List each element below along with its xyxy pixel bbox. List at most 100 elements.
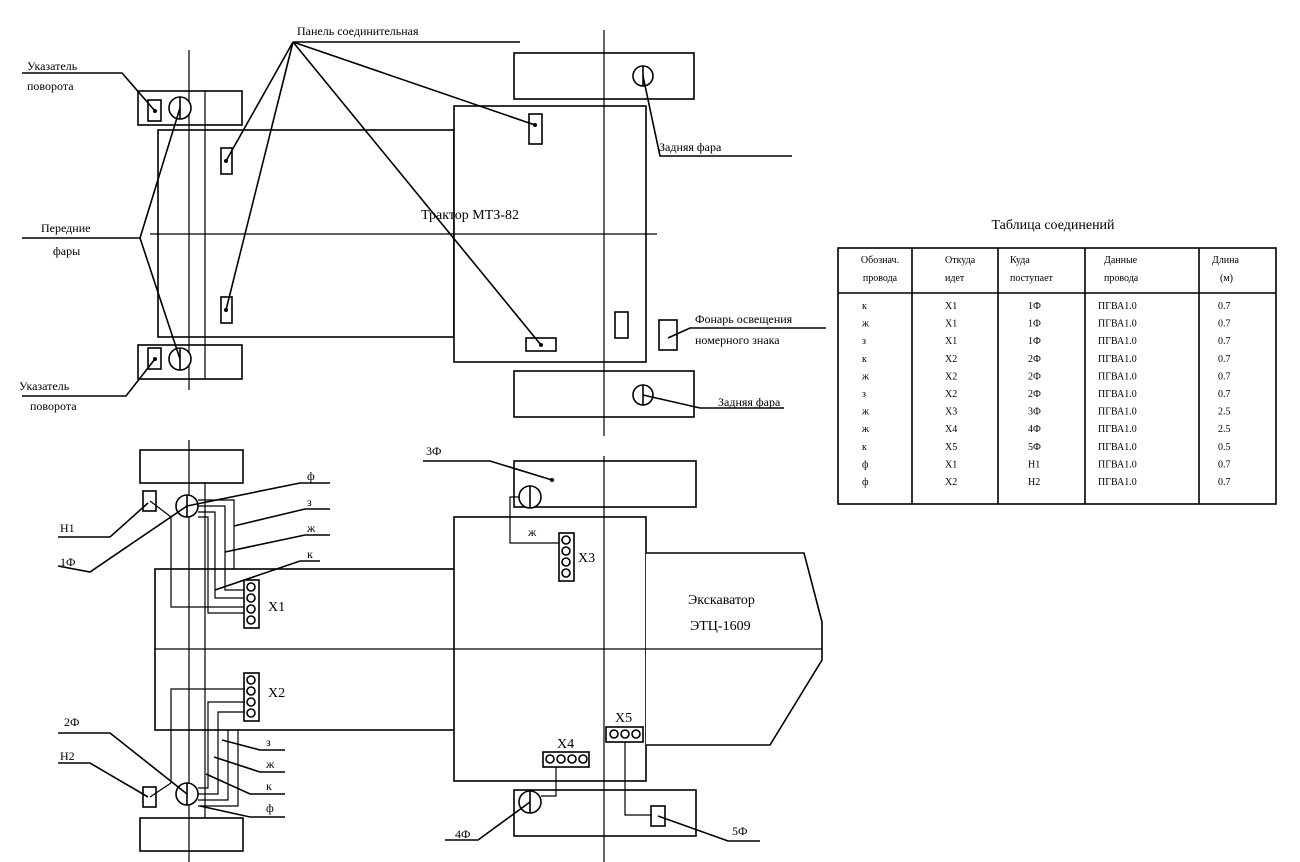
cell-to: 1Ф: [1028, 319, 1041, 330]
cell-data: ПГВА1.0: [1098, 354, 1137, 365]
cell-to: 1Ф: [1028, 336, 1041, 347]
cell-length: 0.7: [1218, 301, 1231, 312]
turn-indicator-top-label-2: поворота: [27, 79, 74, 93]
plate-light-label-2: номерного знака: [695, 333, 780, 347]
table-row: к Х1 1Ф ПГВА1.0 0.7: [862, 301, 1231, 312]
turn-indicator-bottom-label-2: поворота: [30, 399, 77, 413]
marker-h2: [142, 786, 157, 808]
cell-wire: ж: [861, 371, 869, 382]
cell-to: 5Ф: [1028, 442, 1041, 453]
tractor-scheme: [22, 30, 826, 436]
label-h1: Н1: [60, 521, 75, 535]
exc-rear-wheel-bottom: [513, 789, 697, 837]
exc-rear-wheel-top: [513, 460, 697, 508]
cell-length: 0.7: [1218, 477, 1231, 488]
cell-data: ПГВА1.0: [1098, 301, 1137, 312]
cell-to: 2Ф: [1028, 371, 1041, 382]
front-lights-label-1: Передние: [41, 221, 90, 235]
cell-from: Х2: [945, 354, 957, 365]
wire-label-k-top: к: [307, 547, 313, 561]
header-data: Данные: [1104, 255, 1138, 266]
cell-length: 2.5: [1218, 407, 1231, 418]
panel-label: Панель соединительная: [297, 24, 419, 38]
cell-to: Н2: [1028, 477, 1040, 488]
cell-data: ПГВА1.0: [1098, 336, 1137, 347]
cell-data: ПГВА1.0: [1098, 459, 1137, 470]
table-title: Таблица соединений: [991, 218, 1115, 233]
table-frame: [837, 247, 1277, 505]
label-x3: Х3: [578, 551, 595, 566]
cell-data: ПГВА1.0: [1098, 389, 1137, 400]
connector-x4: [542, 751, 590, 768]
cell-data: ПГВА1.0: [1098, 319, 1137, 330]
connector-x1: [243, 579, 260, 629]
header-data: провода: [1104, 273, 1139, 284]
cell-to: 2Ф: [1028, 389, 1041, 400]
cell-to: Н1: [1028, 459, 1040, 470]
cell-to: 1Ф: [1028, 301, 1041, 312]
cell-data: ПГВА1.0: [1098, 477, 1137, 488]
header-to: поступает: [1010, 273, 1054, 284]
label-3f: 3Ф: [426, 444, 441, 458]
cell-wire: ж: [861, 319, 869, 330]
header-to: Куда: [1010, 255, 1030, 266]
connector-x3: [558, 532, 575, 582]
cell-from: Х2: [945, 477, 957, 488]
cell-from: Х3: [945, 407, 957, 418]
cell-length: 2.5: [1218, 424, 1231, 435]
label-x4: Х4: [557, 737, 574, 752]
cell-length: 0.7: [1218, 371, 1231, 382]
cell-wire: к: [862, 442, 867, 453]
cell-length: 0.7: [1218, 389, 1231, 400]
cell-wire: з: [862, 336, 866, 347]
cell-data: ПГВА1.0: [1098, 371, 1137, 382]
cell-from: Х1: [945, 336, 957, 347]
cell-wire: к: [862, 301, 867, 312]
label-x5: Х5: [615, 711, 632, 726]
connector-x2: [243, 672, 260, 722]
turn-indicator-top-label-1: Указатель: [27, 59, 78, 73]
cell-data: ПГВА1.0: [1098, 407, 1137, 418]
header-length: Длина: [1212, 255, 1240, 266]
wire-label-f-bottom: ф: [266, 801, 274, 815]
header-from: идет: [945, 273, 965, 284]
marker-h1: [142, 490, 157, 512]
wire-label-zh-top: ж: [306, 521, 316, 535]
label-5f: 5Ф: [732, 824, 747, 838]
header-wire: Обознач.: [861, 255, 899, 266]
cell-to: 4Ф: [1028, 424, 1041, 435]
label-x1: Х1: [268, 600, 285, 615]
exc-front-wheel-bottom: [139, 817, 244, 852]
cell-data: ПГВА1.0: [1098, 424, 1137, 435]
cell-from: Х1: [945, 459, 957, 470]
cell-wire: ф: [862, 459, 869, 470]
tractor-label: Трактор МТЗ-82: [421, 208, 519, 223]
cell-length: 0.7: [1218, 354, 1231, 365]
label-4f: 4Ф: [455, 827, 470, 841]
label-x2: Х2: [268, 686, 285, 701]
wire-label-zh-x3: ж: [527, 525, 537, 539]
excavator-label-1: Экскаватор: [688, 593, 755, 608]
connections-table: Таблица соединений Обознач.проводаОткуда…: [837, 218, 1277, 505]
wire-label-f-top: ф: [307, 469, 315, 483]
cell-data: ПГВА1.0: [1098, 442, 1137, 453]
cell-from: Х5: [945, 442, 957, 453]
rear-light-bottom-label: Задняя фара: [718, 395, 781, 409]
excavator-label-2: ЭТЦ-1609: [690, 619, 751, 634]
tractor-socket: [614, 311, 629, 339]
turn-indicator-bottom-label-1: Указатель: [19, 379, 70, 393]
label-h2: Н2: [60, 749, 75, 763]
front-lights-label-2: фары: [53, 244, 80, 258]
cell-from: Х1: [945, 301, 957, 312]
rear-light-top-label: Задняя фара: [659, 140, 722, 154]
